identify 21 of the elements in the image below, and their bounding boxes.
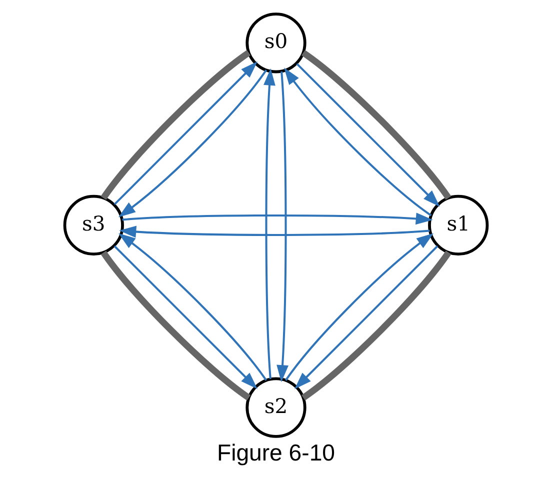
arrow xyxy=(296,63,440,207)
connector xyxy=(301,250,452,400)
arrow xyxy=(118,70,268,218)
arrow xyxy=(284,68,432,216)
connector xyxy=(100,50,251,200)
connector xyxy=(100,250,251,400)
arrow xyxy=(114,245,258,390)
arrow xyxy=(284,233,434,381)
arrow xyxy=(276,71,288,382)
arrow xyxy=(119,226,430,238)
arrow xyxy=(114,61,258,206)
arrow xyxy=(294,245,438,390)
arrow xyxy=(122,212,433,225)
arrow xyxy=(264,68,276,380)
node-circle: s0 xyxy=(246,12,306,74)
arrow xyxy=(118,233,268,381)
node-circle: s2 xyxy=(246,377,306,438)
node-circle: s3 xyxy=(63,194,124,256)
node-circle: s1 xyxy=(428,194,489,256)
caption: Figure 6-10 xyxy=(216,440,336,466)
connector xyxy=(301,50,452,200)
